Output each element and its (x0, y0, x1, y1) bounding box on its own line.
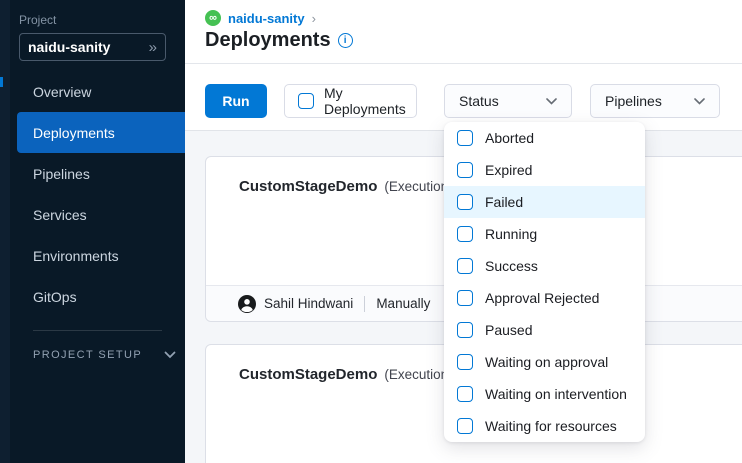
option-checkbox[interactable] (457, 290, 473, 306)
status-option-paused[interactable]: Paused (444, 314, 645, 346)
my-deployments-checkbox[interactable] (298, 93, 314, 109)
status-option-waiting-on-intervention[interactable]: Waiting on intervention (444, 378, 645, 410)
project-setup-label: PROJECT SETUP (33, 349, 143, 361)
sidebar-item-overview[interactable]: Overview (10, 71, 185, 112)
option-checkbox[interactable] (457, 130, 473, 146)
option-label: Approval Rejected (485, 290, 600, 306)
my-deployments-label: My Deployments (324, 85, 406, 117)
status-filter-menu: Aborted Expired Failed Running Success A… (444, 122, 645, 442)
sidebar-item-label: Pipelines (33, 165, 90, 182)
sidebar-item-label: GitOps (33, 288, 77, 305)
status-filter-label: Status (459, 93, 499, 109)
chevron-down-icon (164, 351, 176, 359)
sidebar-item-label: Services (33, 206, 87, 223)
pipeline-name[interactable]: CustomStageDemo (239, 178, 378, 195)
sidebar-item-label: Overview (33, 83, 92, 100)
user-avatar (238, 294, 256, 313)
sidebar-divider (33, 330, 162, 331)
execution-id-note: (Execution Id (384, 367, 464, 382)
cd-module-icon: ∞ (205, 10, 221, 26)
project-selector[interactable]: naidu-sanity » (19, 33, 166, 61)
option-checkbox[interactable] (457, 162, 473, 178)
page-title: Deployments (205, 29, 331, 51)
trigger-type: Manually (376, 296, 431, 311)
sidebar-item-gitops[interactable]: GitOps (10, 276, 185, 317)
option-label: Waiting on intervention (485, 386, 627, 402)
sidebar-item-services[interactable]: Services (10, 194, 185, 235)
status-filter-dropdown[interactable]: Status (444, 84, 572, 118)
pipelines-filter-dropdown[interactable]: Pipelines (590, 84, 720, 118)
project-sidebar: Project naidu-sanity » Overview Deployme… (10, 0, 185, 463)
option-checkbox[interactable] (457, 226, 473, 242)
sidebar-item-pipelines[interactable]: Pipelines (10, 153, 185, 194)
pipeline-name[interactable]: CustomStageDemo (239, 366, 378, 383)
pipelines-filter-label: Pipelines (605, 93, 662, 109)
option-label: Success (485, 258, 538, 274)
status-option-failed[interactable]: Failed (444, 186, 645, 218)
module-nav-strip[interactable] (0, 0, 10, 463)
status-option-expired[interactable]: Expired (444, 154, 645, 186)
status-option-running[interactable]: Running (444, 218, 645, 250)
option-label: Running (485, 226, 538, 242)
sidebar-item-environments[interactable]: Environments (10, 235, 185, 276)
info-icon[interactable]: i (337, 33, 353, 48)
option-label: Expired (485, 162, 533, 178)
project-selector-value: naidu-sanity (28, 39, 111, 55)
status-option-aborted[interactable]: Aborted (444, 122, 645, 154)
page-header: ∞ naidu-sanity › Deployments i (185, 0, 742, 64)
run-button[interactable]: Run (205, 84, 267, 118)
sidebar-item-label: Environments (33, 247, 119, 264)
chevron-down-icon (546, 97, 557, 105)
chevron-right-icon: › (311, 10, 316, 26)
option-label: Failed (485, 194, 524, 210)
chevron-down-icon (694, 97, 705, 105)
option-checkbox[interactable] (457, 258, 473, 274)
option-label: Waiting on approval (485, 354, 609, 370)
sidebar-nav: Overview Deployments Pipelines Services … (10, 71, 185, 317)
status-option-approval-rejected[interactable]: Approval Rejected (444, 282, 645, 314)
execution-id-note: (Execution Id (384, 179, 464, 194)
option-label: Aborted (485, 130, 535, 146)
option-checkbox[interactable] (457, 194, 473, 210)
option-checkbox[interactable] (457, 322, 473, 338)
active-module-indicator (0, 77, 3, 87)
option-checkbox[interactable] (457, 354, 473, 370)
triggered-by-user[interactable]: Sahil Hindwani (264, 296, 354, 311)
toolbar: Run My Deployments Status Pipelines (185, 64, 742, 131)
my-deployments-toggle[interactable]: My Deployments (284, 84, 417, 118)
breadcrumb: ∞ naidu-sanity › (205, 10, 742, 26)
footer-divider (364, 295, 366, 312)
project-label: Project (19, 13, 57, 27)
option-checkbox[interactable] (457, 418, 473, 434)
sidebar-item-project-setup[interactable]: PROJECT SETUP (33, 349, 176, 361)
breadcrumb-project-link[interactable]: naidu-sanity (228, 10, 305, 26)
status-option-success[interactable]: Success (444, 250, 645, 282)
option-checkbox[interactable] (457, 386, 473, 402)
option-label: Paused (485, 322, 533, 338)
sidebar-item-label: Deployments (33, 124, 115, 141)
sidebar-item-deployments[interactable]: Deployments (17, 112, 185, 153)
status-option-waiting-for-resources[interactable]: Waiting for resources (444, 410, 645, 442)
option-label: Waiting for resources (485, 418, 617, 434)
double-chevron-right-icon[interactable]: » (148, 38, 157, 56)
status-option-waiting-on-approval[interactable]: Waiting on approval (444, 346, 645, 378)
